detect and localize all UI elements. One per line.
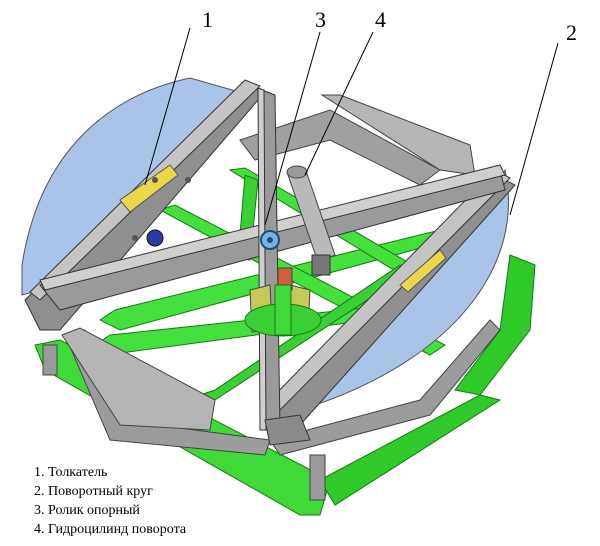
- legend-item-support-roller: 3. Ролик опорный: [34, 503, 140, 518]
- legend-item-hydraulic-cylinder: 4. Гидроцилинд поворота: [34, 522, 187, 537]
- callout-1: 1: [202, 7, 213, 32]
- callout-4: 4: [375, 7, 386, 32]
- legend: 1. Толкатель 2. Поворотный круг 3. Ролик…: [34, 463, 186, 539]
- leader-lines: [144, 27, 559, 226]
- pusher: [119, 164, 447, 293]
- central-pivot: [244, 267, 322, 337]
- callout-3: 3: [315, 7, 326, 32]
- hydraulic-cylinder: [286, 165, 336, 276]
- callout-2: 2: [566, 20, 577, 45]
- support-roller: [146, 229, 280, 250]
- legend-item-pusher: 1. Толкатель: [34, 465, 108, 480]
- legend-item-rotary-disc: 2. Поворотный круг: [34, 484, 153, 499]
